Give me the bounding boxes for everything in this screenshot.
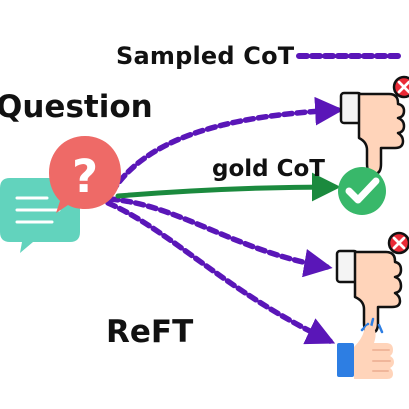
sampled-path-to-top-thumb — [109, 96, 344, 195]
sampled-path-to-bottom-thumb — [105, 200, 336, 345]
gold-cot-label: gold CoT — [212, 156, 325, 182]
x-mark-top — [397, 80, 409, 94]
question-label: Question — [0, 89, 153, 125]
sampled-path-to-middle-thumb — [107, 196, 333, 278]
thumb-down-hand-bottom — [353, 250, 403, 335]
question-chat-icon: ? — [0, 136, 121, 253]
sampled-cot-label: Sampled CoT — [116, 42, 295, 70]
thumb-up-cuff — [337, 343, 354, 377]
x-badge-icon-top — [392, 75, 409, 99]
x-mark-bottom — [392, 236, 406, 250]
thumb-up-fingers — [372, 349, 391, 372]
reft-label: ReFT — [106, 314, 194, 350]
check-circle-icon — [338, 167, 386, 215]
question-mark-icon: ? — [72, 150, 98, 203]
thumbs-up-icon — [337, 317, 394, 379]
thumbs-down-icon-top — [339, 75, 409, 176]
thumb-down-hand-top — [357, 92, 406, 176]
front-question-bubble — [49, 136, 121, 213]
thumbs-up-sparkles — [360, 317, 384, 334]
check-mark — [345, 177, 380, 204]
thumb-up-hand — [354, 325, 394, 379]
gold-cot-path — [115, 172, 341, 202]
